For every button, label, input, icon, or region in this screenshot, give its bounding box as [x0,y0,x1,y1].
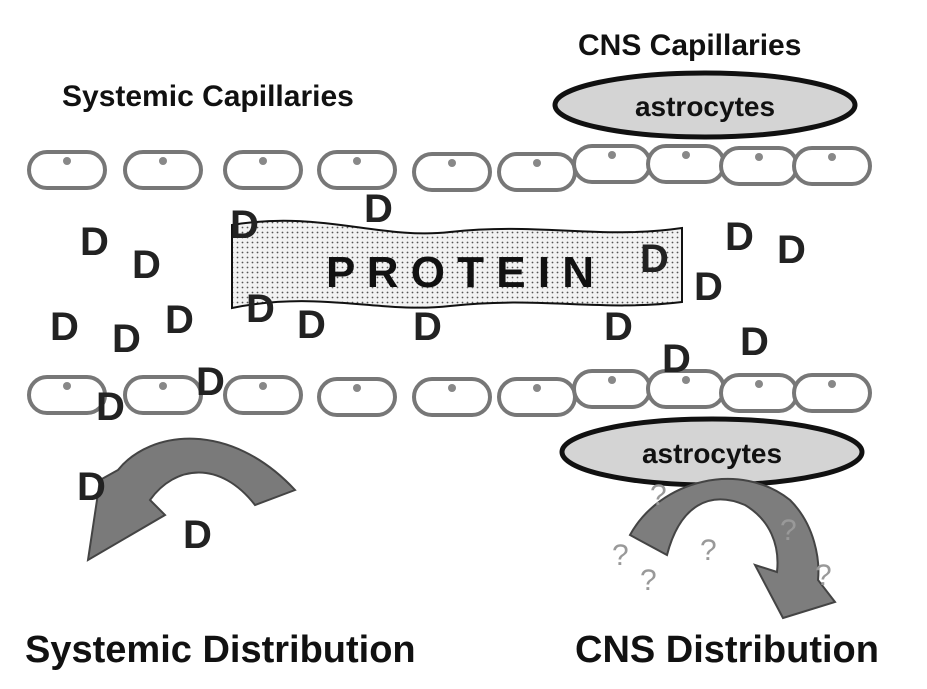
drug-label: D [77,465,106,509]
nucleus-icon [755,380,763,388]
endothelial-cell [123,150,203,190]
drug-label: D [246,287,275,331]
endothelial-cell [719,373,799,413]
drug-label: D [662,337,691,381]
nucleus-icon [259,382,267,390]
astrocytes-bottom: astrocytes [559,416,865,488]
drug-label: D [132,243,161,287]
endothelial-cell [646,144,726,184]
nucleus-icon [828,153,836,161]
endothelial-cell [719,146,799,186]
drug-label: D [80,220,109,264]
drug-label: D [50,305,79,349]
endothelial-cell [27,375,107,415]
cns-capillaries-label: CNS Capillaries [578,29,801,62]
drug-label: D [740,320,769,364]
nucleus-icon [63,382,71,390]
nucleus-icon [448,159,456,167]
drug-label: D [604,305,633,349]
nucleus-icon [448,384,456,392]
drug-label: D [640,237,669,281]
nucleus-icon [533,159,541,167]
protein-banner: P R O T E I N [231,219,683,310]
systemic-capillaries-label: Systemic Capillaries [62,80,354,113]
question-mark-icon: ? [612,539,629,572]
question-mark-icon: ? [700,534,717,567]
capillary-cells-top [27,144,872,192]
drug-label: D [230,203,259,247]
drug-label: D [777,228,806,272]
endothelial-cell [223,150,303,190]
drug-label: D [297,303,326,347]
endothelial-cell [572,369,652,409]
drug-label: D [694,265,723,309]
endothelial-cell [412,152,492,192]
astrocytes-bottom-label: astrocytes [642,438,782,469]
drug-label: D [364,187,393,231]
question-mark-icon: ? [640,564,657,597]
systemic-distribution-label: Systemic Distribution [25,629,416,671]
protein-label: P R O T E I N [326,248,594,297]
drug-label: D [112,317,141,361]
question-mark-icon: ? [815,559,832,592]
nucleus-icon [353,157,361,165]
endothelial-cell [792,146,872,186]
nucleus-icon [259,157,267,165]
nucleus-icon [755,153,763,161]
endothelial-cell [223,375,303,415]
endothelial-cell [792,373,872,413]
astrocytes-top: astrocytes [552,70,858,140]
systemic-distribution-arrow [86,437,297,562]
drug-label: D [183,513,212,557]
endothelial-cell [412,377,492,417]
drug-label: D [196,360,225,404]
astrocytes-top-label: astrocytes [635,91,775,122]
question-mark-icon: ? [650,479,667,512]
endothelial-cell [572,144,652,184]
nucleus-icon [159,157,167,165]
nucleus-icon [63,157,71,165]
nucleus-icon [608,376,616,384]
unknown-markers: ?????? [612,479,832,597]
drug-label: D [96,385,125,429]
cns-distribution-label: CNS Distribution [575,629,879,671]
endothelial-cell [317,150,397,190]
endothelial-cell [317,377,397,417]
drug-label: D [413,305,442,349]
capillary-cells-bottom [27,369,872,417]
nucleus-icon [828,380,836,388]
drug-label: D [165,298,194,342]
cns-distribution-arrow [628,478,837,620]
nucleus-icon [353,384,361,392]
nucleus-icon [159,382,167,390]
nucleus-icon [682,376,690,384]
question-mark-icon: ? [780,514,797,547]
nucleus-icon [608,151,616,159]
nucleus-icon [682,151,690,159]
endothelial-cell [27,150,107,190]
endothelial-cell [497,152,577,192]
drug-label: D [725,215,754,259]
endothelial-cell [123,375,203,415]
nucleus-icon [533,384,541,392]
endothelial-cell [497,377,577,417]
